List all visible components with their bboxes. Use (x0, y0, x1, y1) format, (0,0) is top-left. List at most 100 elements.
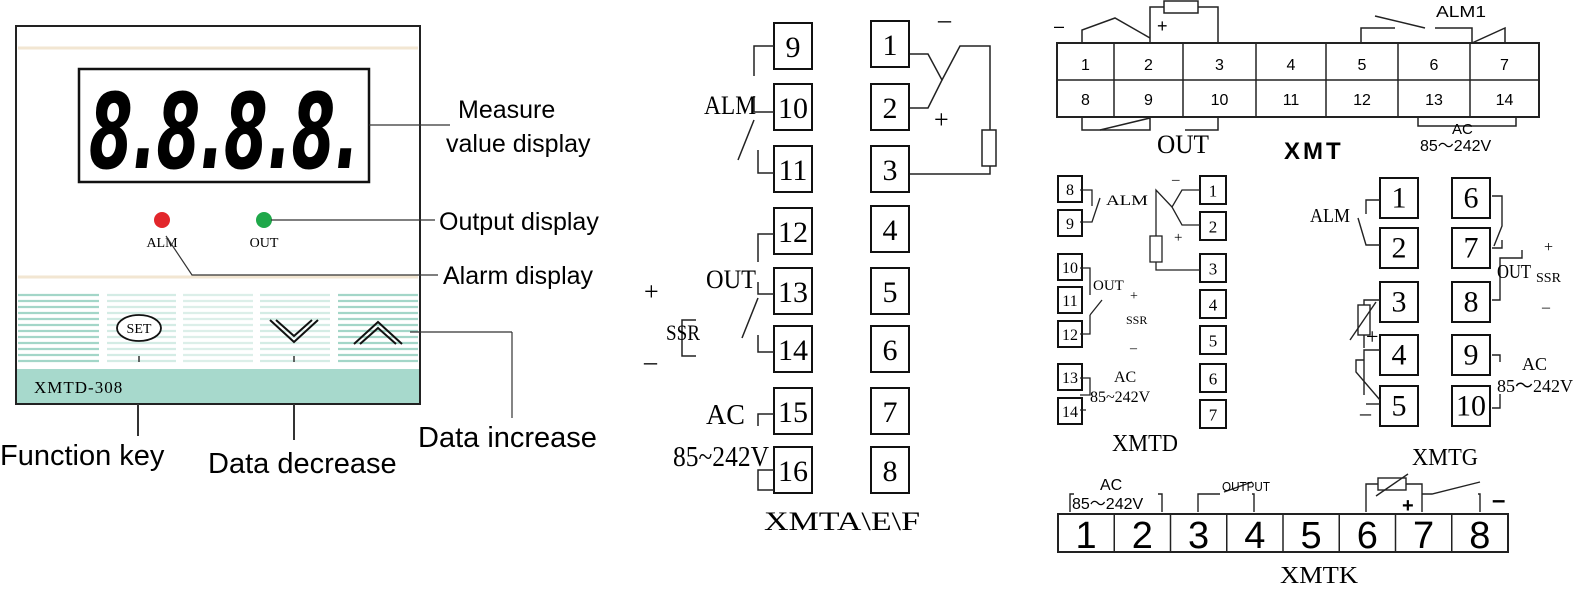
xmtd-title: XMTD (1112, 431, 1178, 457)
set-key[interactable]: SET (116, 314, 162, 342)
callout-lines (137, 124, 513, 440)
xmtk-plus: + (1402, 495, 1414, 517)
xmtg-terminal-label: 3 (1392, 286, 1407, 319)
xmta-terminal-13: 13 (773, 267, 813, 315)
callout-measure-2: value display (446, 130, 591, 158)
xmt-terminal-13: 13 (1425, 92, 1443, 109)
callout-measure-1: Measure (458, 96, 555, 124)
xmta-terminal-10: 10 (773, 83, 813, 131)
xmtg-terminal-label: 2 (1392, 232, 1407, 265)
xmtg-tc-plus: + (1366, 324, 1378, 349)
xmt-title: XMT (1284, 138, 1344, 165)
xmtg-terminal-4: 4 (1379, 334, 1419, 376)
xmtd-ssr: SSR (1126, 313, 1147, 327)
xmtg-terminal-label: 1 (1392, 182, 1407, 215)
alm-led-label: ALM (146, 236, 178, 251)
xmtg-tc-minus: – (1359, 400, 1372, 425)
xmtg-terminal-3: 3 (1379, 281, 1419, 323)
xmt-terminal-8: 8 (1081, 92, 1090, 109)
xmtk-terminal-2: 2 (1132, 515, 1153, 557)
xmta-terminal-label: 9 (786, 31, 801, 64)
xmta-terminal-label: 2 (883, 92, 898, 125)
measure-value-display (77, 67, 371, 184)
xmtd-terminal-13: 13 (1057, 363, 1083, 391)
xmtd-terminal-label: 12 (1062, 327, 1078, 344)
xmtd-terminal-label: 7 (1209, 406, 1218, 425)
xmtg-title: XMTG (1412, 445, 1478, 471)
xmta-tc-minus: – (937, 5, 952, 34)
xmtg-terminal-7: 7 (1451, 227, 1491, 269)
xmtd-terminal-label: 14 (1062, 404, 1078, 421)
xmta-terminal-3: 3 (870, 145, 910, 193)
xmtd-terminal-4: 4 (1199, 289, 1227, 319)
xmt-ac: AC (1452, 121, 1473, 138)
xmtg-terminal-label: 7 (1464, 232, 1479, 265)
xmt-terminal-9: 9 (1144, 92, 1153, 109)
down-key[interactable] (269, 319, 319, 344)
xmtd-terminal-label: 9 (1066, 216, 1074, 233)
xmta-ssr-minus: – (643, 347, 658, 376)
xmt-terminal-11: 11 (1283, 92, 1300, 109)
xmtg-terminal-label: 9 (1464, 339, 1479, 372)
xmta-terminal-11: 11 (773, 145, 813, 193)
xmtd-terminal-14: 14 (1057, 397, 1083, 425)
xmta-terminal-label: 12 (778, 216, 808, 249)
xmta-terminal-5: 5 (870, 267, 910, 315)
xmta-terminal-label: 15 (778, 396, 808, 429)
xmtd-tc-minus: – (1171, 172, 1180, 188)
xmtk-terminal-6: 6 (1357, 515, 1378, 557)
xmtg-terminal-10: 10 (1451, 385, 1491, 427)
xmtd-terminal-9: 9 (1057, 209, 1083, 237)
xmtg-terminal-label: 5 (1392, 390, 1407, 423)
xmtk-terminal-3: 3 (1188, 515, 1209, 557)
xmtd-terminal-label: 11 (1062, 293, 1077, 310)
xmtd-alm: ALM (1106, 193, 1148, 209)
xmtd-terminal-label: 10 (1062, 260, 1078, 277)
xmta-terminal-8: 8 (870, 446, 910, 494)
xmtd-terminal-11: 11 (1057, 286, 1083, 314)
xmta-terminal-label: 8 (883, 455, 898, 488)
xmta-terminal-1: 1 (870, 20, 910, 68)
xmt-terminal-3: 3 (1215, 57, 1224, 74)
xmtk-title: XMTK (1280, 563, 1359, 589)
xmtg-ssr-plus: + (1544, 239, 1553, 256)
xmtg-terminal-label: 8 (1464, 286, 1479, 319)
xmt-terminal-10: 10 (1211, 92, 1229, 109)
set-key-label: SET (127, 322, 152, 337)
xmtk-terminal-1: 1 (1076, 515, 1097, 557)
xmt-voltage: 85～242V (1420, 138, 1491, 155)
xmtd-terminal-label: 13 (1062, 370, 1078, 387)
xmtk-output: OUTPUT (1222, 479, 1270, 494)
xmta-title: XMTA\E\F (764, 507, 920, 536)
xmtd-terminal-label: 8 (1066, 182, 1074, 199)
xmta-ssr: SSR (666, 320, 700, 345)
xmtg-terminal-label: 4 (1392, 339, 1407, 372)
xmta-terminal-label: 3 (883, 154, 898, 187)
xmt-plus: + (1157, 16, 1168, 36)
xmtg-terminal-5: 5 (1379, 385, 1419, 427)
xmtd-tc-plus: + (1174, 230, 1182, 246)
xmta-terminal-label: 14 (778, 334, 808, 367)
xmt-terminal-5: 5 (1358, 57, 1367, 74)
xmta-out: OUT (706, 265, 756, 294)
xmtg-terminal-1: 1 (1379, 177, 1419, 219)
xmtk-terminal-4: 4 (1244, 515, 1265, 557)
xmtk-minus: – (1492, 487, 1505, 514)
xmtg-ac: AC (1522, 354, 1547, 374)
up-key[interactable] (353, 320, 403, 345)
xmtd-terminal-3: 3 (1199, 253, 1227, 283)
callout-function: Function key (0, 440, 165, 472)
xmtd-terminal-2: 2 (1199, 211, 1227, 241)
xmtd-terminal-label: 4 (1209, 296, 1218, 315)
xmta-terminal-16: 16 (773, 446, 813, 494)
xmt-terminal-14: 14 (1496, 92, 1514, 109)
xmtg-out: OUT (1497, 261, 1531, 283)
xmtk-terminal-8: 8 (1469, 515, 1490, 557)
xmta-terminal-label: 1 (883, 29, 898, 62)
xmta-terminal-label: 6 (883, 334, 898, 367)
model-name: XMTD-308 (34, 378, 123, 397)
